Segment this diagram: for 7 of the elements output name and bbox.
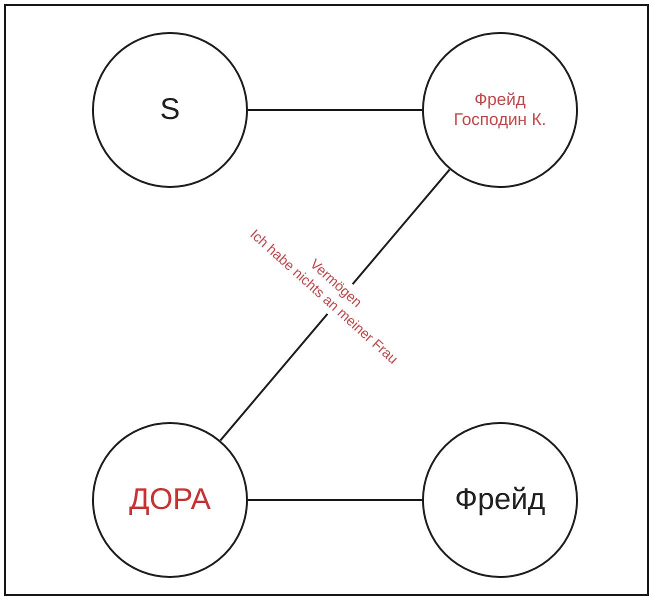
connector-line — [248, 499, 422, 501]
node-label: Фрейд — [454, 483, 546, 517]
connector-line — [248, 109, 422, 111]
node-label: Фрейд Господин К. — [452, 90, 548, 130]
connector-line — [220, 168, 450, 442]
node-label: S — [160, 93, 180, 127]
node-label: ДОРА — [129, 483, 211, 517]
